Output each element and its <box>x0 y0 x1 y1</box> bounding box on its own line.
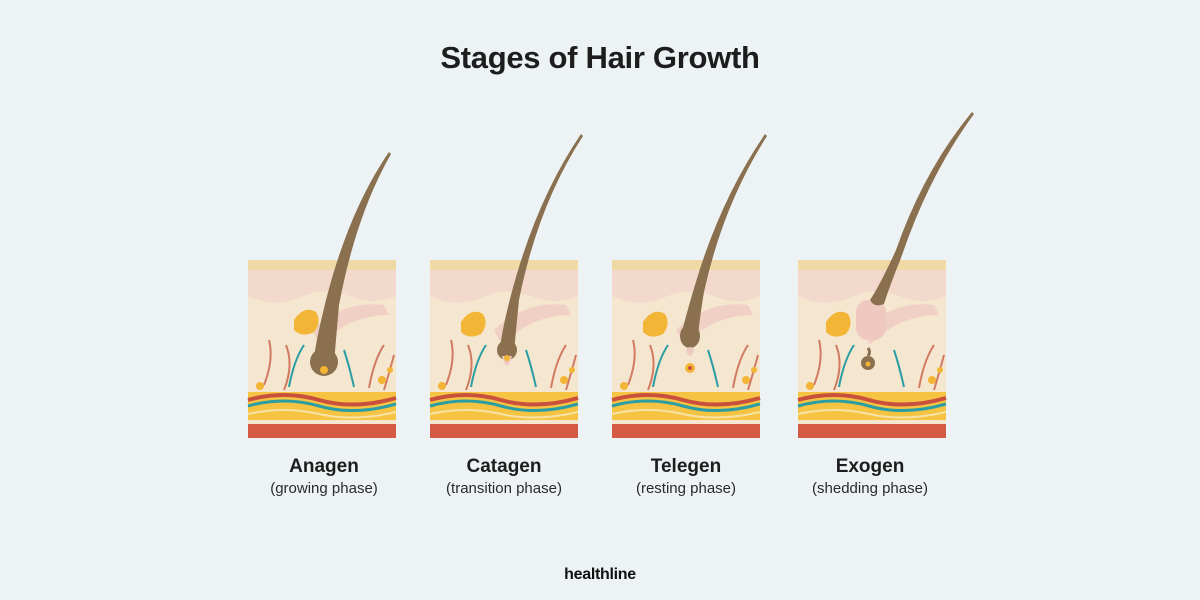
sebaceous-gland-icon <box>643 311 668 337</box>
stage-name: Exogen <box>835 456 905 477</box>
hair-strand-icon <box>870 112 974 306</box>
sebaceous-gland-icon <box>294 309 319 335</box>
stage-telogen-label: Telegen (resting phase) <box>576 455 796 499</box>
skin-cross-section <box>797 260 947 438</box>
sebaceous-gland-icon <box>826 311 851 337</box>
hair-bulb-icon <box>310 348 338 376</box>
stage-description: (resting phase) <box>635 480 737 497</box>
skin-cross-section <box>247 260 397 438</box>
stage-description: (shedding phase) <box>812 480 928 497</box>
stage-description: (growing phase) <box>270 480 378 497</box>
hair-strand-icon <box>314 152 391 366</box>
stage-anagen-illustration <box>224 100 424 445</box>
sebaceous-gland-icon <box>461 311 486 337</box>
stage-exogen-illustration <box>774 100 974 445</box>
skin-cross-section <box>611 260 761 438</box>
hair-bulb-icon <box>497 340 517 360</box>
skin-cross-section <box>429 260 579 438</box>
hair-strand-icon <box>682 134 767 339</box>
stage-name: Telegen <box>650 456 722 477</box>
stage-anagen-label: Anagen (growing phase) <box>214 455 434 499</box>
stage-name: Anagen <box>289 456 359 477</box>
stage-name: Catagen <box>466 456 542 477</box>
diagram-title: Stages of Hair Growth <box>440 40 760 75</box>
hair-bulb-icon <box>680 324 700 348</box>
stage-description: (transition phase) <box>446 480 562 497</box>
stage-catagen-label: Catagen (transition phase) <box>394 455 614 499</box>
healthline-logo: healthline <box>564 566 636 583</box>
stage-telogen-illustration <box>588 100 788 445</box>
stage-exogen-label: Exogen (shedding phase) <box>760 455 980 499</box>
hair-strand-icon <box>500 134 583 355</box>
stage-catagen-illustration <box>406 100 606 445</box>
